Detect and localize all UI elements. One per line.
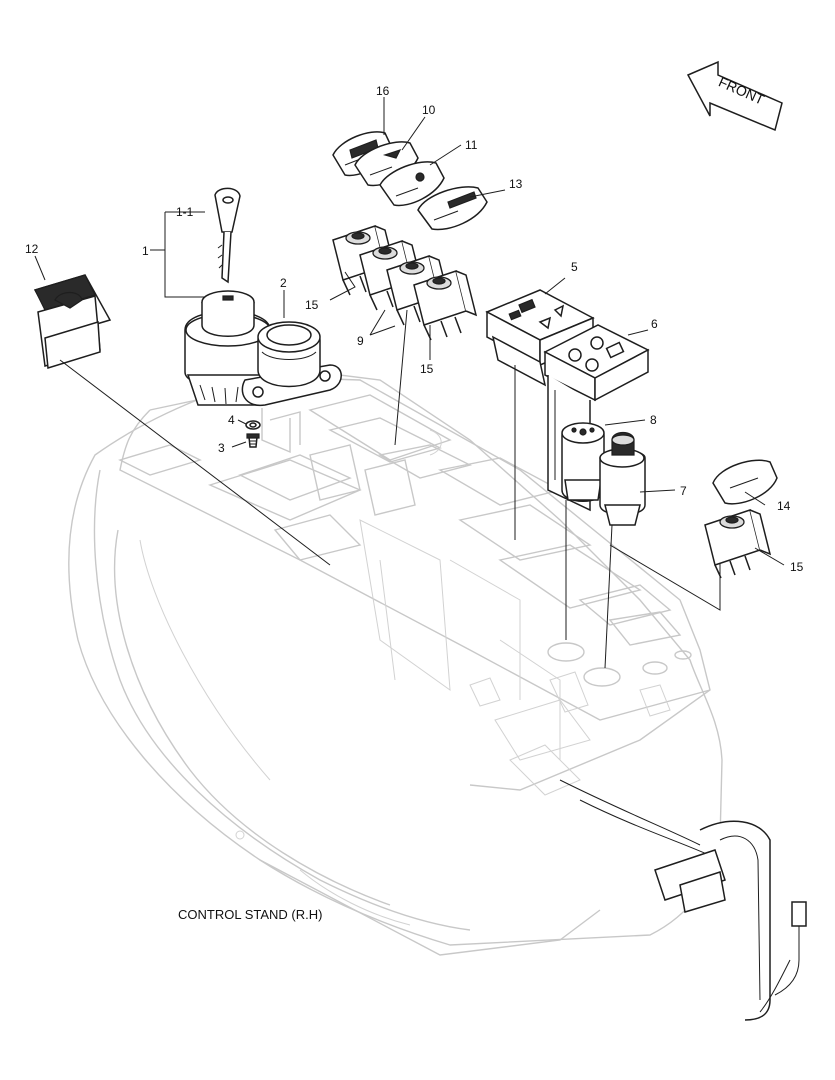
part-3-4-screw-washer (245, 420, 261, 448)
front-direction-arrow: FRONT (686, 60, 783, 132)
callout-7: 7 (680, 484, 687, 498)
part-7-lighter (599, 431, 646, 669)
callout-16: 16 (376, 84, 390, 98)
diagram-caption: CONTROL STAND (R.H) (178, 907, 322, 922)
callout-11: 11 (465, 138, 478, 152)
callout-8: 8 (650, 413, 657, 427)
callout-1: 1 (142, 244, 149, 258)
callout-14: 14 (777, 499, 791, 513)
part-14-cap-right (712, 459, 778, 505)
callout-labels: 16 10 11 13 1-1 1 12 2 5 15 6 9 15 8 4 3… (25, 84, 804, 574)
wire-harness (559, 779, 807, 1021)
part-11-cap (379, 161, 445, 207)
rocker-switch-bodies (332, 225, 478, 446)
rocker-switch-caps (332, 131, 488, 231)
callout-13: 13 (509, 177, 523, 191)
part-2-buzzer (241, 321, 342, 407)
callout-leaders (34, 97, 785, 566)
callout-1-1: 1-1 (176, 205, 194, 219)
part-1-ignition-switch (158, 187, 271, 406)
switch-body-4 (413, 270, 478, 341)
part-15-switch-right (609, 509, 772, 611)
callout-10: 10 (422, 103, 436, 117)
part-13-cap (417, 186, 488, 231)
callout-3: 3 (218, 441, 225, 455)
callout-9: 9 (357, 334, 364, 348)
callout-15-left: 15 (305, 298, 319, 312)
part-12-socket (33, 274, 331, 566)
callout-6: 6 (651, 317, 658, 331)
callout-2: 2 (280, 276, 287, 290)
callout-4: 4 (228, 413, 235, 427)
callout-15-right: 15 (790, 560, 804, 574)
callout-5: 5 (571, 260, 578, 274)
callout-12: 12 (25, 242, 39, 256)
callout-15-center: 15 (420, 362, 434, 376)
part-8-socket (561, 422, 605, 640)
